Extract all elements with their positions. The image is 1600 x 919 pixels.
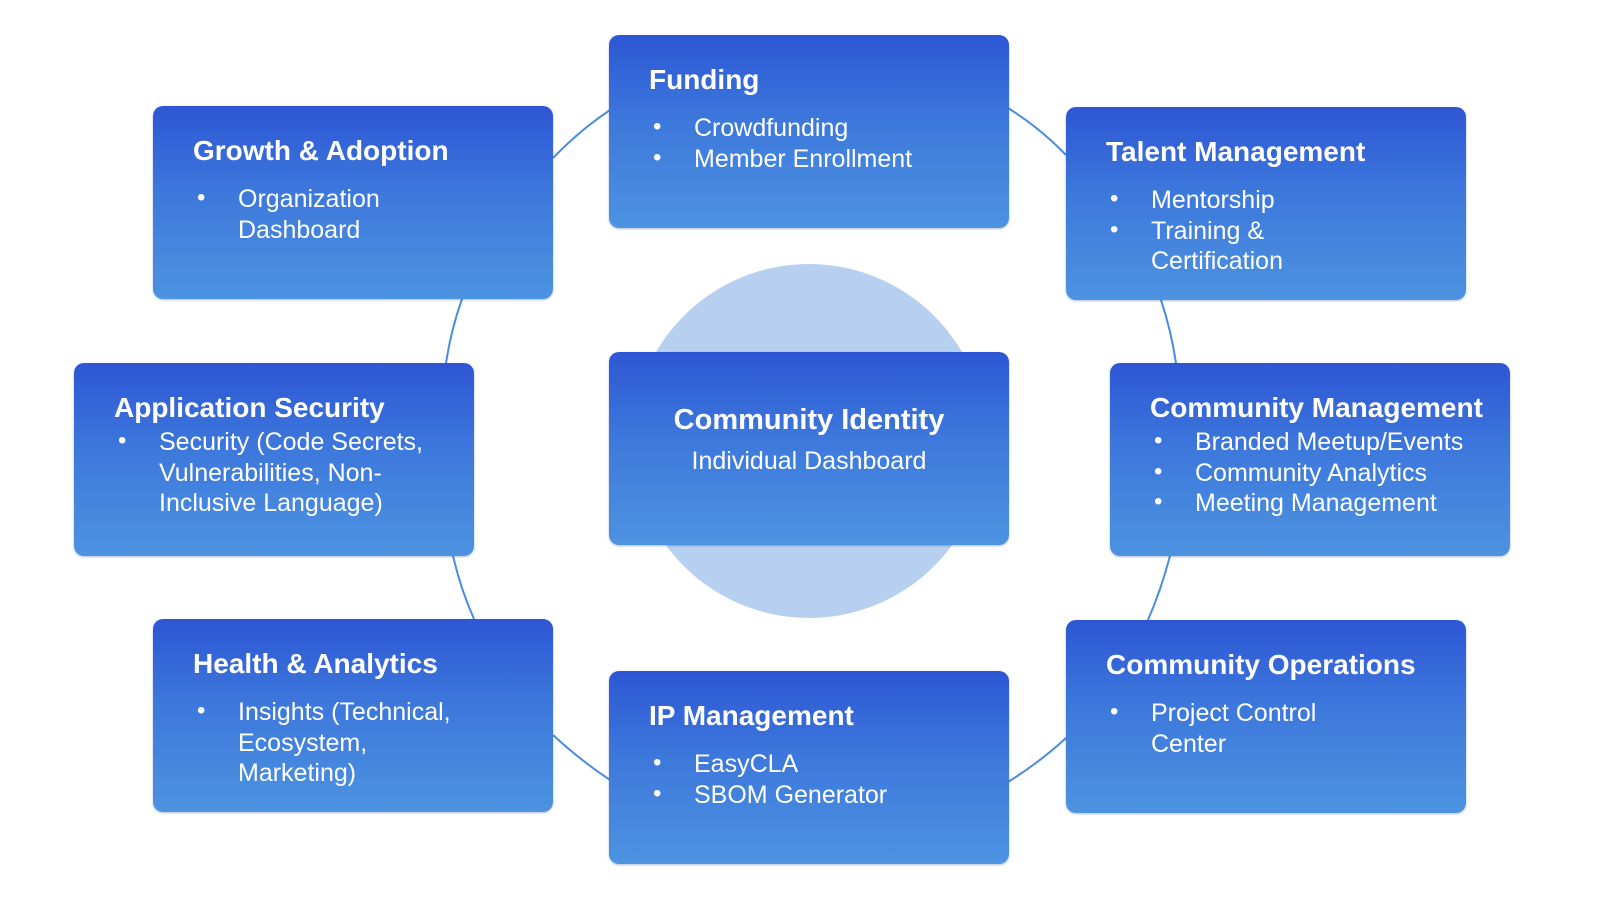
list-item: Project Control Center [1106, 697, 1346, 759]
connector-growth-funding [552, 109, 611, 159]
health-analytics-box: Health & Analytics Insights (Technical, … [153, 619, 553, 812]
community-management-list: Branded Meetup/Events Community Analytic… [1150, 426, 1500, 519]
list-item: Organization Dashboard [193, 183, 453, 245]
connector-community-mgmt-operations [1147, 555, 1171, 621]
community-operations-box: Community Operations Project Control Cen… [1066, 620, 1466, 813]
ip-management-box: IP Management EasyCLA SBOM Generator [609, 671, 1009, 864]
growth-adoption-box: Growth & Adoption Organization Dashboard [153, 106, 553, 299]
list-item: Crowdfunding [649, 112, 999, 144]
talent-management-box: Talent Management Mentorship Training & … [1066, 107, 1466, 300]
connector-ip-operations [1007, 737, 1067, 783]
funding-title: Funding [649, 64, 760, 95]
connector-talent-community-mgmt [1160, 299, 1177, 364]
list-item: Community Analytics [1150, 457, 1500, 489]
list-item: SBOM Generator [649, 779, 999, 811]
community-management-title: Community Management [1150, 392, 1483, 423]
growth-adoption-title: Growth & Adoption [193, 135, 449, 166]
talent-management-title: Talent Management [1106, 136, 1366, 167]
community-identity-title: Community Identity [673, 404, 945, 436]
application-security-box: Application Security Security (Code Secr… [74, 363, 474, 556]
list-item: Mentorship [1106, 184, 1356, 216]
connector-growth-appsec [445, 298, 463, 364]
list-item: Security (Code Secrets, Vulnerabilities,… [114, 426, 424, 519]
community-identity-box: Community Identity Individual Dashboard [609, 352, 1009, 545]
community-identity-subtitle: Individual Dashboard [691, 447, 927, 475]
list-item: Member Enrollment [649, 143, 999, 175]
connector-appsec-health [452, 555, 475, 620]
list-item: Meeting Management [1150, 487, 1500, 519]
growth-adoption-list: Organization Dashboard [193, 183, 453, 245]
list-item: Branded Meetup/Events [1150, 426, 1500, 458]
ip-management-list: EasyCLA SBOM Generator [649, 748, 999, 811]
talent-management-list: Mentorship Training & Certification [1106, 184, 1356, 277]
health-analytics-title: Health & Analytics [193, 648, 438, 679]
connector-funding-talent [1007, 107, 1067, 156]
community-management-box: Community Management Branded Meetup/Even… [1110, 363, 1510, 556]
list-item: Insights (Technical, Ecosystem, Marketin… [193, 696, 483, 789]
community-operations-title: Community Operations [1106, 649, 1416, 680]
list-item: Training & Certification [1106, 215, 1356, 277]
application-security-title: Application Security [114, 392, 385, 423]
funding-list: Crowdfunding Member Enrollment [649, 112, 999, 175]
community-operations-list: Project Control Center [1106, 697, 1346, 759]
application-security-list: Security (Code Secrets, Vulnerabilities,… [114, 426, 424, 519]
list-item: EasyCLA [649, 748, 999, 780]
ip-management-title: IP Management [649, 700, 854, 731]
funding-box: Funding Crowdfunding Member Enrollment [609, 35, 1009, 228]
health-analytics-list: Insights (Technical, Ecosystem, Marketin… [193, 696, 483, 789]
connector-health-ip [552, 734, 611, 781]
